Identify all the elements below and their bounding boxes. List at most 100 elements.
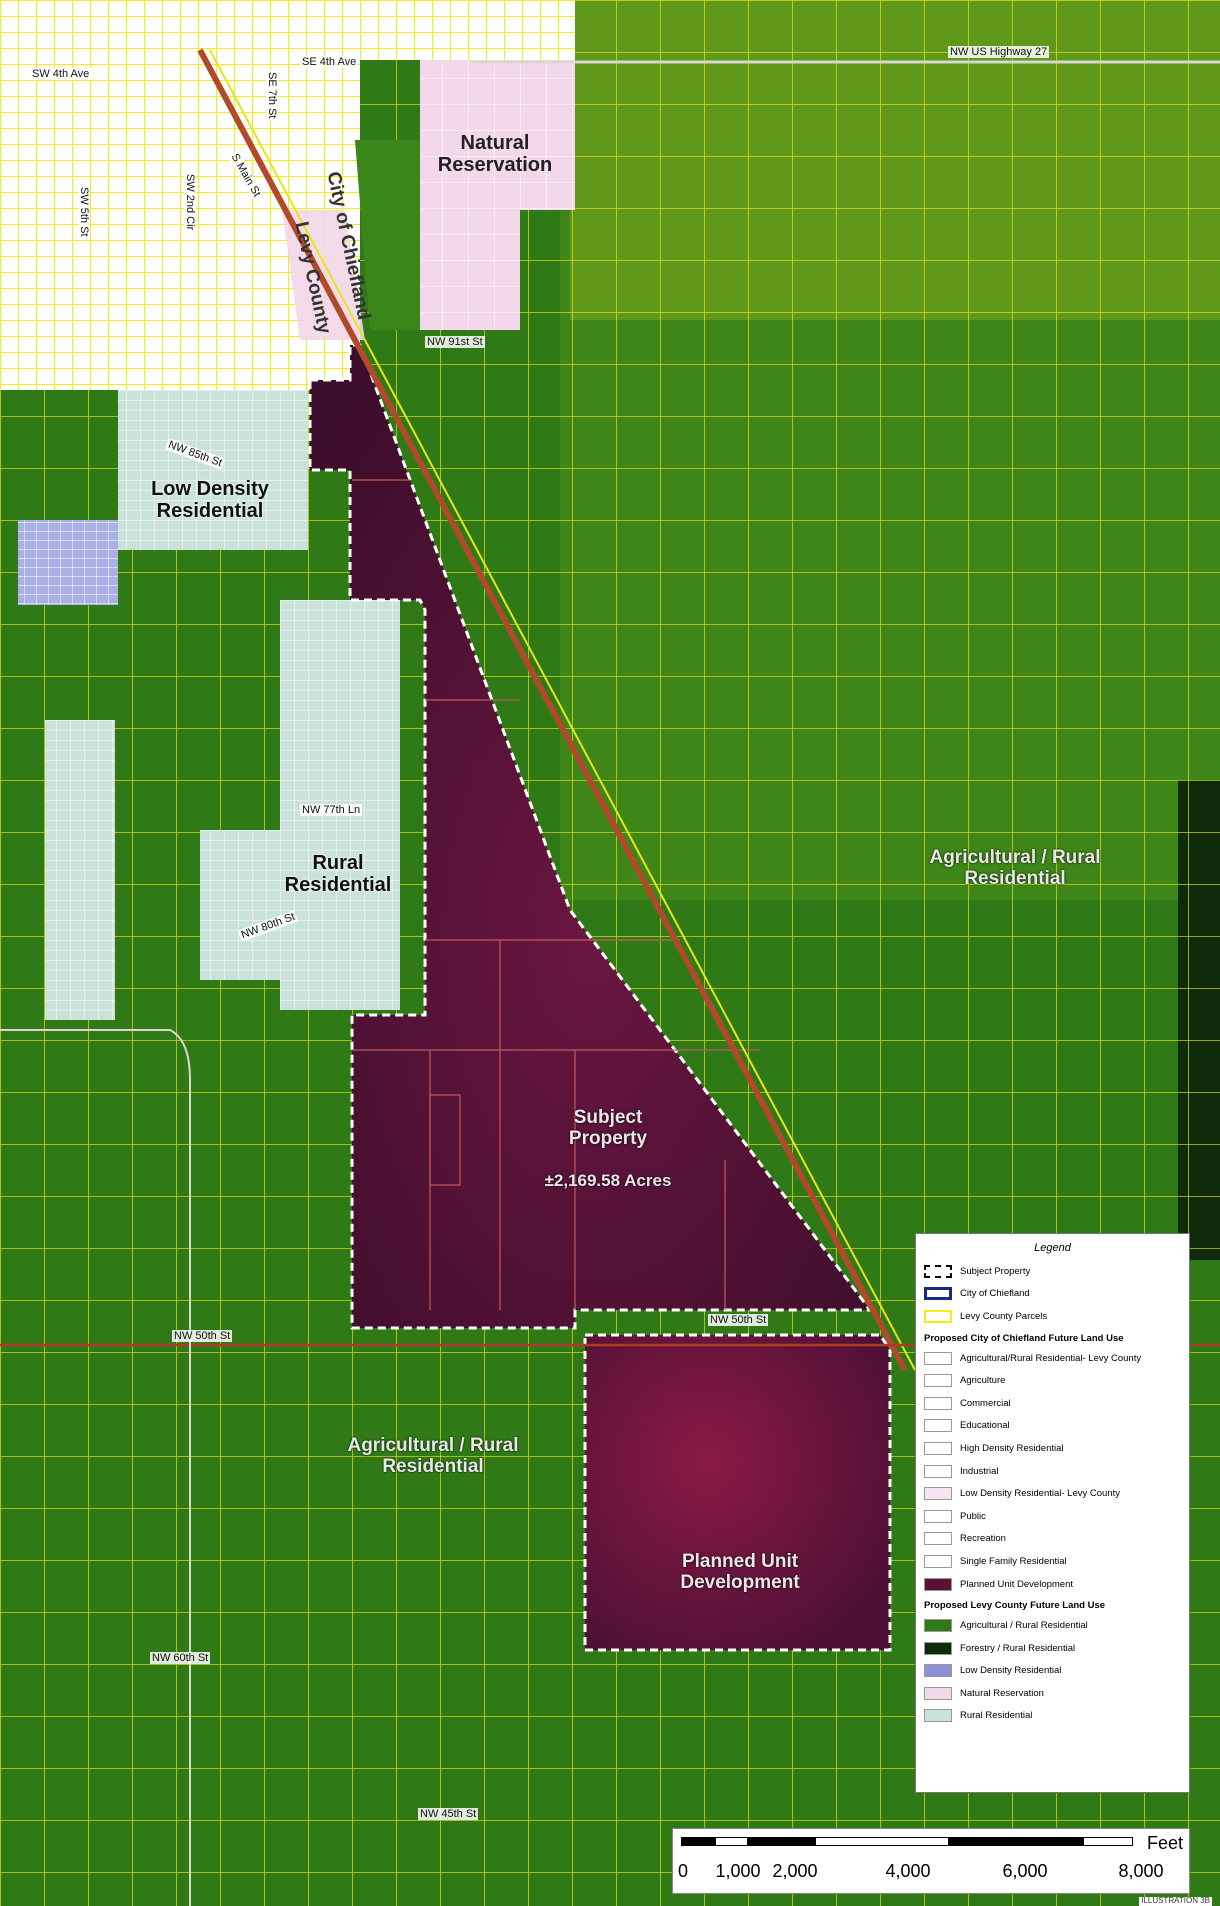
road-label-nw-50th-st-east: NW 50th St bbox=[708, 1314, 769, 1327]
scale-segment bbox=[815, 1837, 949, 1846]
west-curving-road bbox=[0, 1029, 191, 1906]
legend-item: Agricultural/Rural Residential- Levy Cou… bbox=[924, 1347, 1181, 1370]
legend-item-levy-county-parcels: Levy County Parcels bbox=[924, 1305, 1181, 1328]
low-density-residential-label: Low Density Residential bbox=[151, 478, 269, 522]
legend-section-county: Proposed Levy County Future Land Use bbox=[924, 1600, 1106, 1612]
legend-item: Rural Residential bbox=[924, 1705, 1181, 1728]
legend-item: Industrial bbox=[924, 1460, 1181, 1483]
legend-swatch-icon bbox=[924, 1709, 952, 1723]
legend-swatch-icon bbox=[924, 1577, 952, 1591]
scale-segment bbox=[1083, 1837, 1133, 1846]
natural-reservation-area bbox=[420, 60, 575, 330]
scale-segment bbox=[715, 1837, 748, 1846]
legend-swatch-icon bbox=[924, 1509, 952, 1523]
legend-label: Recreation bbox=[960, 1533, 1006, 1545]
legend-label: Public bbox=[960, 1510, 986, 1522]
legend-swatch-icon bbox=[924, 1554, 952, 1568]
road-label-nw-77th-ln: NW 77th Ln bbox=[300, 804, 363, 817]
illustration-caption: ILLUSTRATION 3B bbox=[1139, 1896, 1212, 1906]
legend-label: Low Density Residential bbox=[960, 1665, 1062, 1677]
legend-swatch-icon bbox=[924, 1532, 952, 1546]
road-label-nw-us-highway-27: NW US Highway 27 bbox=[948, 46, 1050, 59]
legend-item-subject-property: Subject Property bbox=[924, 1260, 1181, 1283]
legend-item-city-of-chiefland: City of Chiefland bbox=[924, 1283, 1181, 1306]
us-highway-27-diagonal-edge bbox=[209, 49, 916, 1371]
road-label-nw-60th-st: NW 60th St bbox=[150, 1652, 211, 1665]
road-label-nw-91st-st: NW 91st St bbox=[425, 336, 485, 349]
legend-label: Agriculture bbox=[960, 1375, 1006, 1387]
scale-tick: 0 bbox=[677, 1861, 689, 1881]
legend-label: Single Family Residential bbox=[960, 1555, 1067, 1567]
legend-swatch-icon bbox=[924, 1374, 952, 1388]
subject-acres-label: ±2,169.58 Acres bbox=[544, 1171, 672, 1190]
legend-item: Forestry / Rural Residential bbox=[924, 1637, 1181, 1660]
dashed-outline-swatch-icon bbox=[924, 1264, 952, 1278]
legend-item: Public bbox=[924, 1505, 1181, 1528]
agricultural-rural-residential-south-label: Agricultural / Rural Residential bbox=[347, 1435, 519, 1477]
legend-swatch-icon bbox=[924, 1419, 952, 1433]
legend-label: City of Chiefland bbox=[960, 1288, 1030, 1300]
legend-item: Natural Reservation bbox=[924, 1682, 1181, 1705]
subject-property-label: Subject Property bbox=[568, 1107, 648, 1149]
legend-label: High Density Residential bbox=[960, 1442, 1064, 1454]
scale-tick: 4,000 bbox=[885, 1861, 931, 1881]
natural-reservation-label: Natural Reservation bbox=[437, 132, 553, 176]
scale-tick: 6,000 bbox=[1002, 1861, 1048, 1881]
legend-item: Agricultural / Rural Residential bbox=[924, 1614, 1181, 1637]
scale-segment bbox=[748, 1837, 815, 1846]
legend-label: Low Density Residential- Levy County bbox=[960, 1488, 1120, 1500]
green-block-north bbox=[355, 140, 420, 330]
legend-swatch-icon bbox=[924, 1464, 952, 1478]
scale-tick: 1,000 bbox=[715, 1861, 761, 1881]
rural-residential-west bbox=[45, 720, 115, 1020]
legend-swatch-icon bbox=[924, 1686, 952, 1700]
agricultural-rural-residential-east-label: Agricultural / Rural Residential bbox=[929, 847, 1101, 889]
scale-segment bbox=[949, 1837, 1083, 1846]
legend-label: Industrial bbox=[960, 1465, 999, 1477]
legend-label: Agricultural/Rural Residential- Levy Cou… bbox=[960, 1352, 1142, 1364]
low-density-blue-west bbox=[18, 520, 118, 605]
road-label-se-7th-st: SE 7th St bbox=[265, 70, 278, 121]
scale-unit: Feet bbox=[1146, 1833, 1183, 1853]
legend-label: Agricultural / Rural Residential bbox=[960, 1620, 1088, 1632]
legend-label: Subject Property bbox=[960, 1265, 1031, 1277]
legend-item: Commercial bbox=[924, 1392, 1181, 1415]
road-label-nw-50th-st-west: NW 50th St bbox=[172, 1330, 233, 1343]
scale-segment bbox=[681, 1837, 715, 1846]
legend-item: Agriculture bbox=[924, 1369, 1181, 1392]
legend-item: Low Density Residential- Levy County bbox=[924, 1482, 1181, 1505]
road-label-se-4th-ave: SE 4th Ave bbox=[300, 56, 359, 69]
legend-swatch-icon bbox=[924, 1664, 952, 1678]
subject-parcel-lines bbox=[352, 479, 760, 1310]
legend-label: Natural Reservation bbox=[960, 1687, 1044, 1699]
road-label-sw-5th-st: SW 5th St bbox=[77, 185, 90, 239]
scale-ticks: 0 1,000 2,000 4,000 6,000 8,000 bbox=[673, 1861, 1189, 1883]
road-label-nw-45th-st: NW 45th St bbox=[418, 1808, 479, 1821]
legend-item: Single Family Residential bbox=[924, 1550, 1181, 1573]
legend-label: Planned Unit Development bbox=[960, 1578, 1074, 1590]
legend-swatch-icon bbox=[924, 1396, 952, 1410]
planned-unit-development-polygon[interactable] bbox=[583, 1333, 892, 1652]
legend-label: Educational bbox=[960, 1420, 1010, 1432]
yellow-outline-swatch-icon bbox=[924, 1309, 952, 1323]
legend-section-city: Proposed City of Chiefland Future Land U… bbox=[924, 1332, 1124, 1344]
legend-label: Commercial bbox=[960, 1397, 1011, 1409]
legend-swatch-icon bbox=[924, 1619, 952, 1633]
legend-swatch-icon bbox=[924, 1641, 952, 1655]
us-highway-27-diagonal bbox=[197, 48, 908, 1372]
legend-item: Planned Unit Development bbox=[924, 1573, 1181, 1596]
road-label-sw-2nd-cir: SW 2nd Cir bbox=[183, 172, 196, 233]
rural-residential-label: Rural Residential bbox=[284, 852, 392, 896]
low-density-residential-area bbox=[118, 390, 308, 550]
legend-label: Levy County Parcels bbox=[960, 1310, 1048, 1322]
road-label-sw-4th-ave: SW 4th Ave bbox=[30, 68, 92, 81]
legend-item: Educational bbox=[924, 1415, 1181, 1438]
legend-item: Recreation bbox=[924, 1528, 1181, 1551]
legend-label: Forestry / Rural Residential bbox=[960, 1642, 1076, 1654]
legend-item: High Density Residential bbox=[924, 1437, 1181, 1460]
legend-item: Low Density Residential bbox=[924, 1660, 1181, 1683]
planned-unit-development-label: Planned Unit Development bbox=[680, 1551, 800, 1593]
legend-title: Legend bbox=[1034, 1242, 1071, 1254]
rural-residential-mid bbox=[200, 830, 280, 980]
